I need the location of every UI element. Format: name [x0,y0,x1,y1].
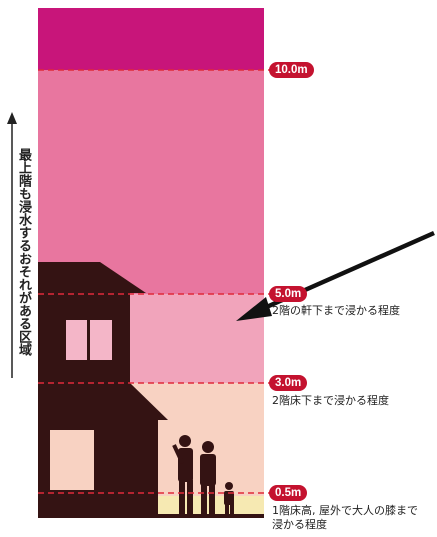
band-5m-10m [38,70,264,294]
side-label: 最上階も浸水するおそれがある区域 [16,148,31,356]
house-silhouette [38,262,168,518]
up-arrow-icon [7,112,17,378]
desc-5m: 2階の軒下まで浸かる程度 [272,304,400,317]
badge-10m: 10.0m [269,62,314,78]
desc-05m: 1階床高, 屋外で大人の膝まで浸かる程度 [272,504,418,531]
family-silhouette [172,435,234,516]
desc-3m: 2階床下まで浸かる程度 [272,394,389,407]
badge-05m: 0.5m [269,485,308,501]
ground-strip [38,514,264,518]
level-lines [38,69,270,494]
band-above-10m [38,8,264,70]
badge-3m: 3.0m [269,375,308,391]
badge-5m: 5.0m [269,286,308,302]
